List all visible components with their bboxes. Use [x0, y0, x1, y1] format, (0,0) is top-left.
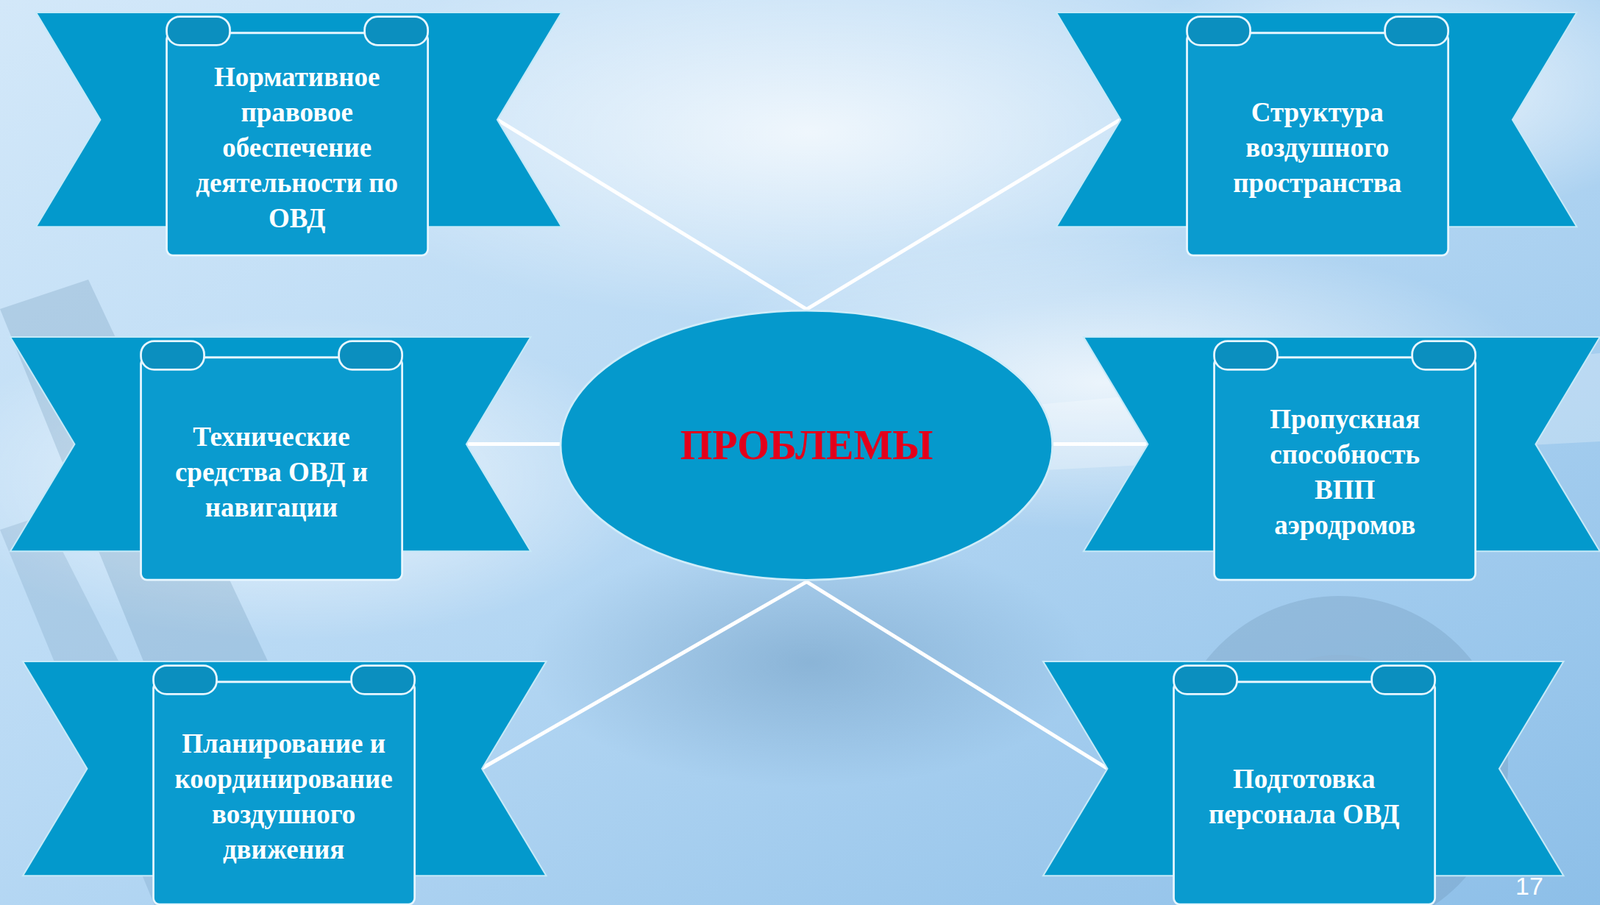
scroll-curl	[1173, 665, 1237, 694]
scroll-panel	[153, 681, 415, 905]
banner-box: Структура воздушного пространства	[1056, 12, 1577, 258]
scroll-panel	[140, 356, 402, 579]
banner-text: Подготовка персонала ОВД	[1181, 761, 1427, 832]
scroll-curl	[1384, 16, 1448, 45]
scroll-panel	[1214, 356, 1476, 579]
problem-ellipse: ПРОБЛЕМЫ	[559, 308, 1055, 582]
center-title: ПРОБЛЕМЫ	[680, 420, 934, 471]
scroll-panel	[1173, 681, 1435, 905]
scroll-curl	[1186, 16, 1250, 45]
text-area: Нормативное правовое обеспечение деятель…	[170, 44, 424, 251]
banner-box: Пропускная способность ВПП аэродромов	[1083, 336, 1600, 582]
banner-text: Пропускная способность ВПП аэродромов	[1245, 401, 1445, 543]
text-area: ПРОБЛЕМЫ	[608, 308, 1005, 582]
banner-box: Технические средства ОВД и навигации	[10, 336, 531, 582]
cloud	[0, 316, 663, 640]
text-area: Пропускная способность ВПП аэродромов	[1218, 369, 1472, 576]
banner-text: Структура воздушного пространства	[1190, 94, 1445, 201]
scroll-curl	[140, 340, 204, 370]
page-number: 17	[1515, 872, 1544, 900]
scroll-panel	[1186, 32, 1448, 255]
banner-text: Технические средства ОВД и навигации	[144, 419, 398, 526]
connector-line	[1054, 442, 1149, 446]
center-ellipse	[560, 310, 1053, 580]
text-area: Технические средства ОВД и навигации	[144, 369, 398, 576]
scroll-curl	[364, 16, 428, 45]
scroll-curl	[1412, 340, 1476, 370]
scroll-curl	[153, 665, 217, 694]
scroll-panel	[166, 32, 428, 255]
scroll-curl	[350, 665, 415, 694]
text-area: Подготовка персонала ОВД	[1177, 693, 1431, 900]
banner-text: Планирование и координирование воздушног…	[157, 726, 411, 868]
scroll-curl	[339, 340, 403, 370]
text-area: Планирование и координирование воздушног…	[157, 693, 411, 900]
text-area: Структура воздушного пространства	[1190, 44, 1445, 251]
scroll-curl	[1214, 340, 1278, 370]
scroll-curl	[166, 16, 230, 45]
scroll-curl	[1371, 665, 1435, 694]
banner-box: Планирование и координирование воздушног…	[22, 661, 547, 905]
banner-box: Нормативное правовое обеспечение деятель…	[36, 12, 562, 258]
connector-line	[466, 442, 560, 446]
banner-box: Подготовка персонала ОВД	[1043, 661, 1564, 905]
banner-text: Нормативное правовое обеспечение деятель…	[170, 59, 424, 237]
